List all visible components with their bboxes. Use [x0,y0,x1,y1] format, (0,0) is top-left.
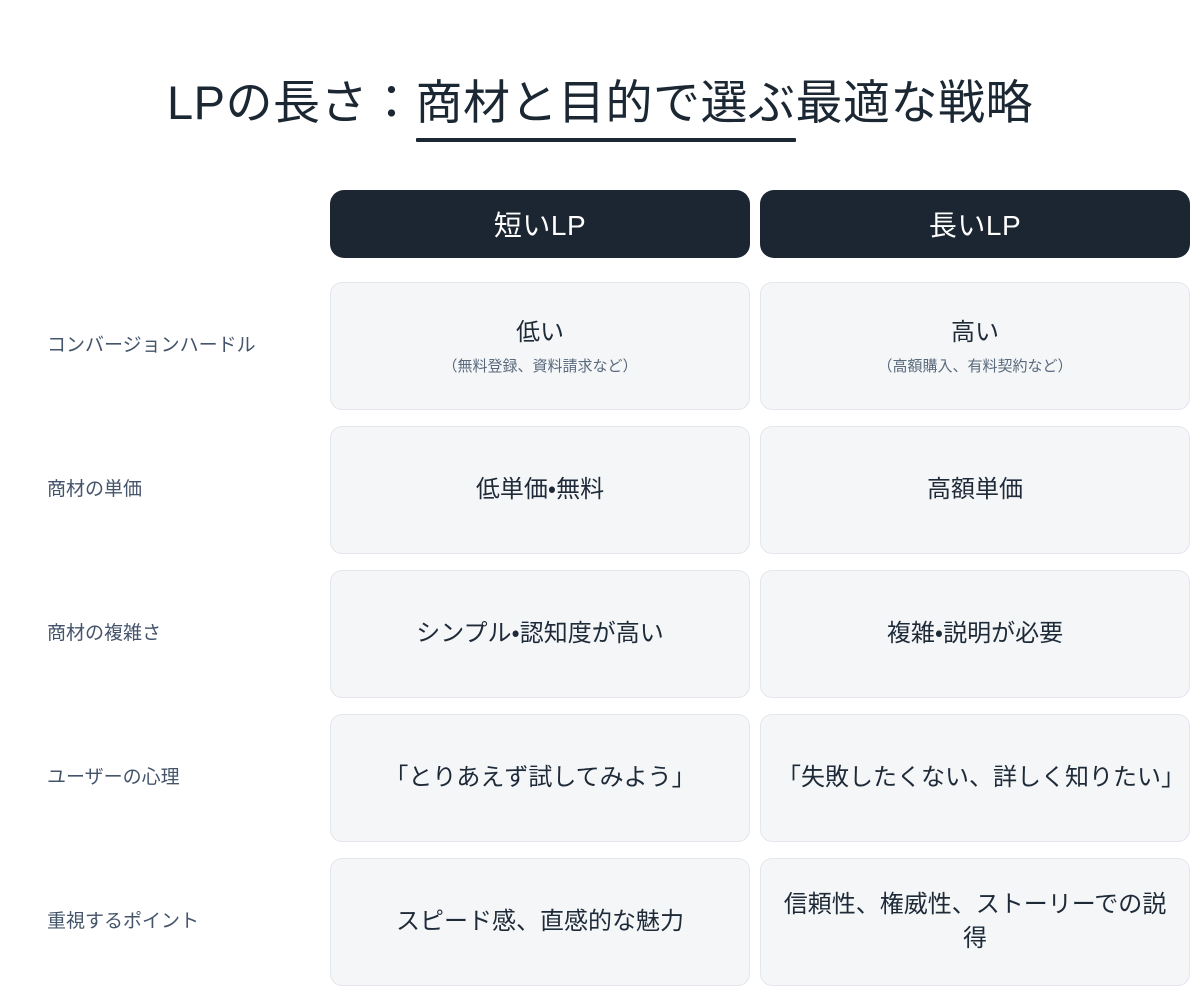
gap-left [0,698,330,714]
row-label-complexity: 商材の複雑さ [47,623,162,645]
gap-mid-b [750,258,760,282]
gap-mid-a [330,698,750,714]
row-label-focus-point: 重視するポイント [47,911,200,933]
title-prefix: LPの長さ： [167,76,416,130]
column-gap [750,570,760,698]
row-label-user-psychology: ユーザーの心理 [47,767,180,789]
page-title: LPの長さ：商材と目的で選ぶ最適な戦略 [167,75,1033,130]
column-header-short-lp: 短いLP [330,190,750,259]
gap-right [760,554,1190,570]
gap-left [0,258,330,282]
gap-mid-b [750,698,760,714]
title-underlined-part: 商材と目的で選ぶ [415,76,796,130]
gap-mid-b [750,410,760,426]
gap-mid-b [750,554,760,570]
cell-short-user-psychology: 「とりあえず試してみよう」 [330,714,750,843]
gap-mid-a [330,410,750,426]
cell-long-complexity: 複雑・説明が必要 [760,570,1190,699]
cell-main-text: 「とりあえず試してみよう」 [384,764,696,792]
gap-mid-b [750,842,760,858]
gap-mid-a [330,258,750,282]
cell-main-text: 「失敗したくない、詳しく知りたい」 [777,764,1185,792]
cell-main-text: 低い [516,318,564,346]
gap-right [760,842,1190,858]
infographic-page: LPの長さ：商材と目的で選ぶ最適な戦略 短いLP 長いLP コンバージョンハード… [0,0,1200,950]
cell-main-text: 複雑・説明が必要 [886,620,1064,648]
comparison-table: 短いLP 長いLP コンバージョンハードル 低い （無料登録、資料請求など） 高… [0,190,1200,986]
gap-right [760,698,1190,714]
cell-long-focus-point: 信頼性、権威性、ストーリーでの説得 [760,858,1190,986]
column-gap [750,282,760,410]
gap-mid-a [330,554,750,570]
column-gap [750,190,760,258]
cell-short-complexity: シンプル・認知度が高い [330,570,750,699]
gap-right [760,258,1190,282]
column-header-long-lp: 長いLP [760,190,1190,259]
cell-main-text: 低単価・無料 [475,476,605,504]
row-label-conversion-hurdle: コンバージョンハードル [47,335,256,357]
cell-sub-text: （無料登録、資料請求など） [442,357,638,375]
cell-long-user-psychology: 「失敗したくない、詳しく知りたい」 [760,714,1190,843]
gap-left [0,554,330,570]
header-corner-empty [0,190,330,258]
cell-short-conversion-hurdle: 低い （無料登録、資料請求など） [330,282,750,411]
row-label-unit-price: 商材の単価 [47,479,143,501]
gap-left [0,410,330,426]
cell-main-text: 高額単価 [927,476,1023,504]
cell-main-text: 信頼性、権威性、ストーリーでの説得 [783,891,1167,953]
gap-right [760,410,1190,426]
column-gap [750,858,760,986]
cell-short-unit-price: 低単価・無料 [330,426,750,555]
column-gap [750,426,760,554]
cell-main-text: 高い [951,318,999,346]
cell-long-unit-price: 高額単価 [760,426,1190,555]
gap-left [0,842,330,858]
cell-main-text: スピード感、直感的な魅力 [396,908,684,936]
cell-sub-text: （高額購入、有料契約など） [877,357,1073,375]
title-container: LPの長さ：商材と目的で選ぶ最適な戦略 [0,0,1200,162]
column-gap [750,714,760,842]
gap-mid-a [330,842,750,858]
title-suffix: 最適な戦略 [795,76,1033,130]
cell-main-text: シンプル・認知度が高い [416,620,664,648]
cell-short-focus-point: スピード感、直感的な魅力 [330,858,750,986]
cell-long-conversion-hurdle: 高い （高額購入、有料契約など） [760,282,1190,411]
